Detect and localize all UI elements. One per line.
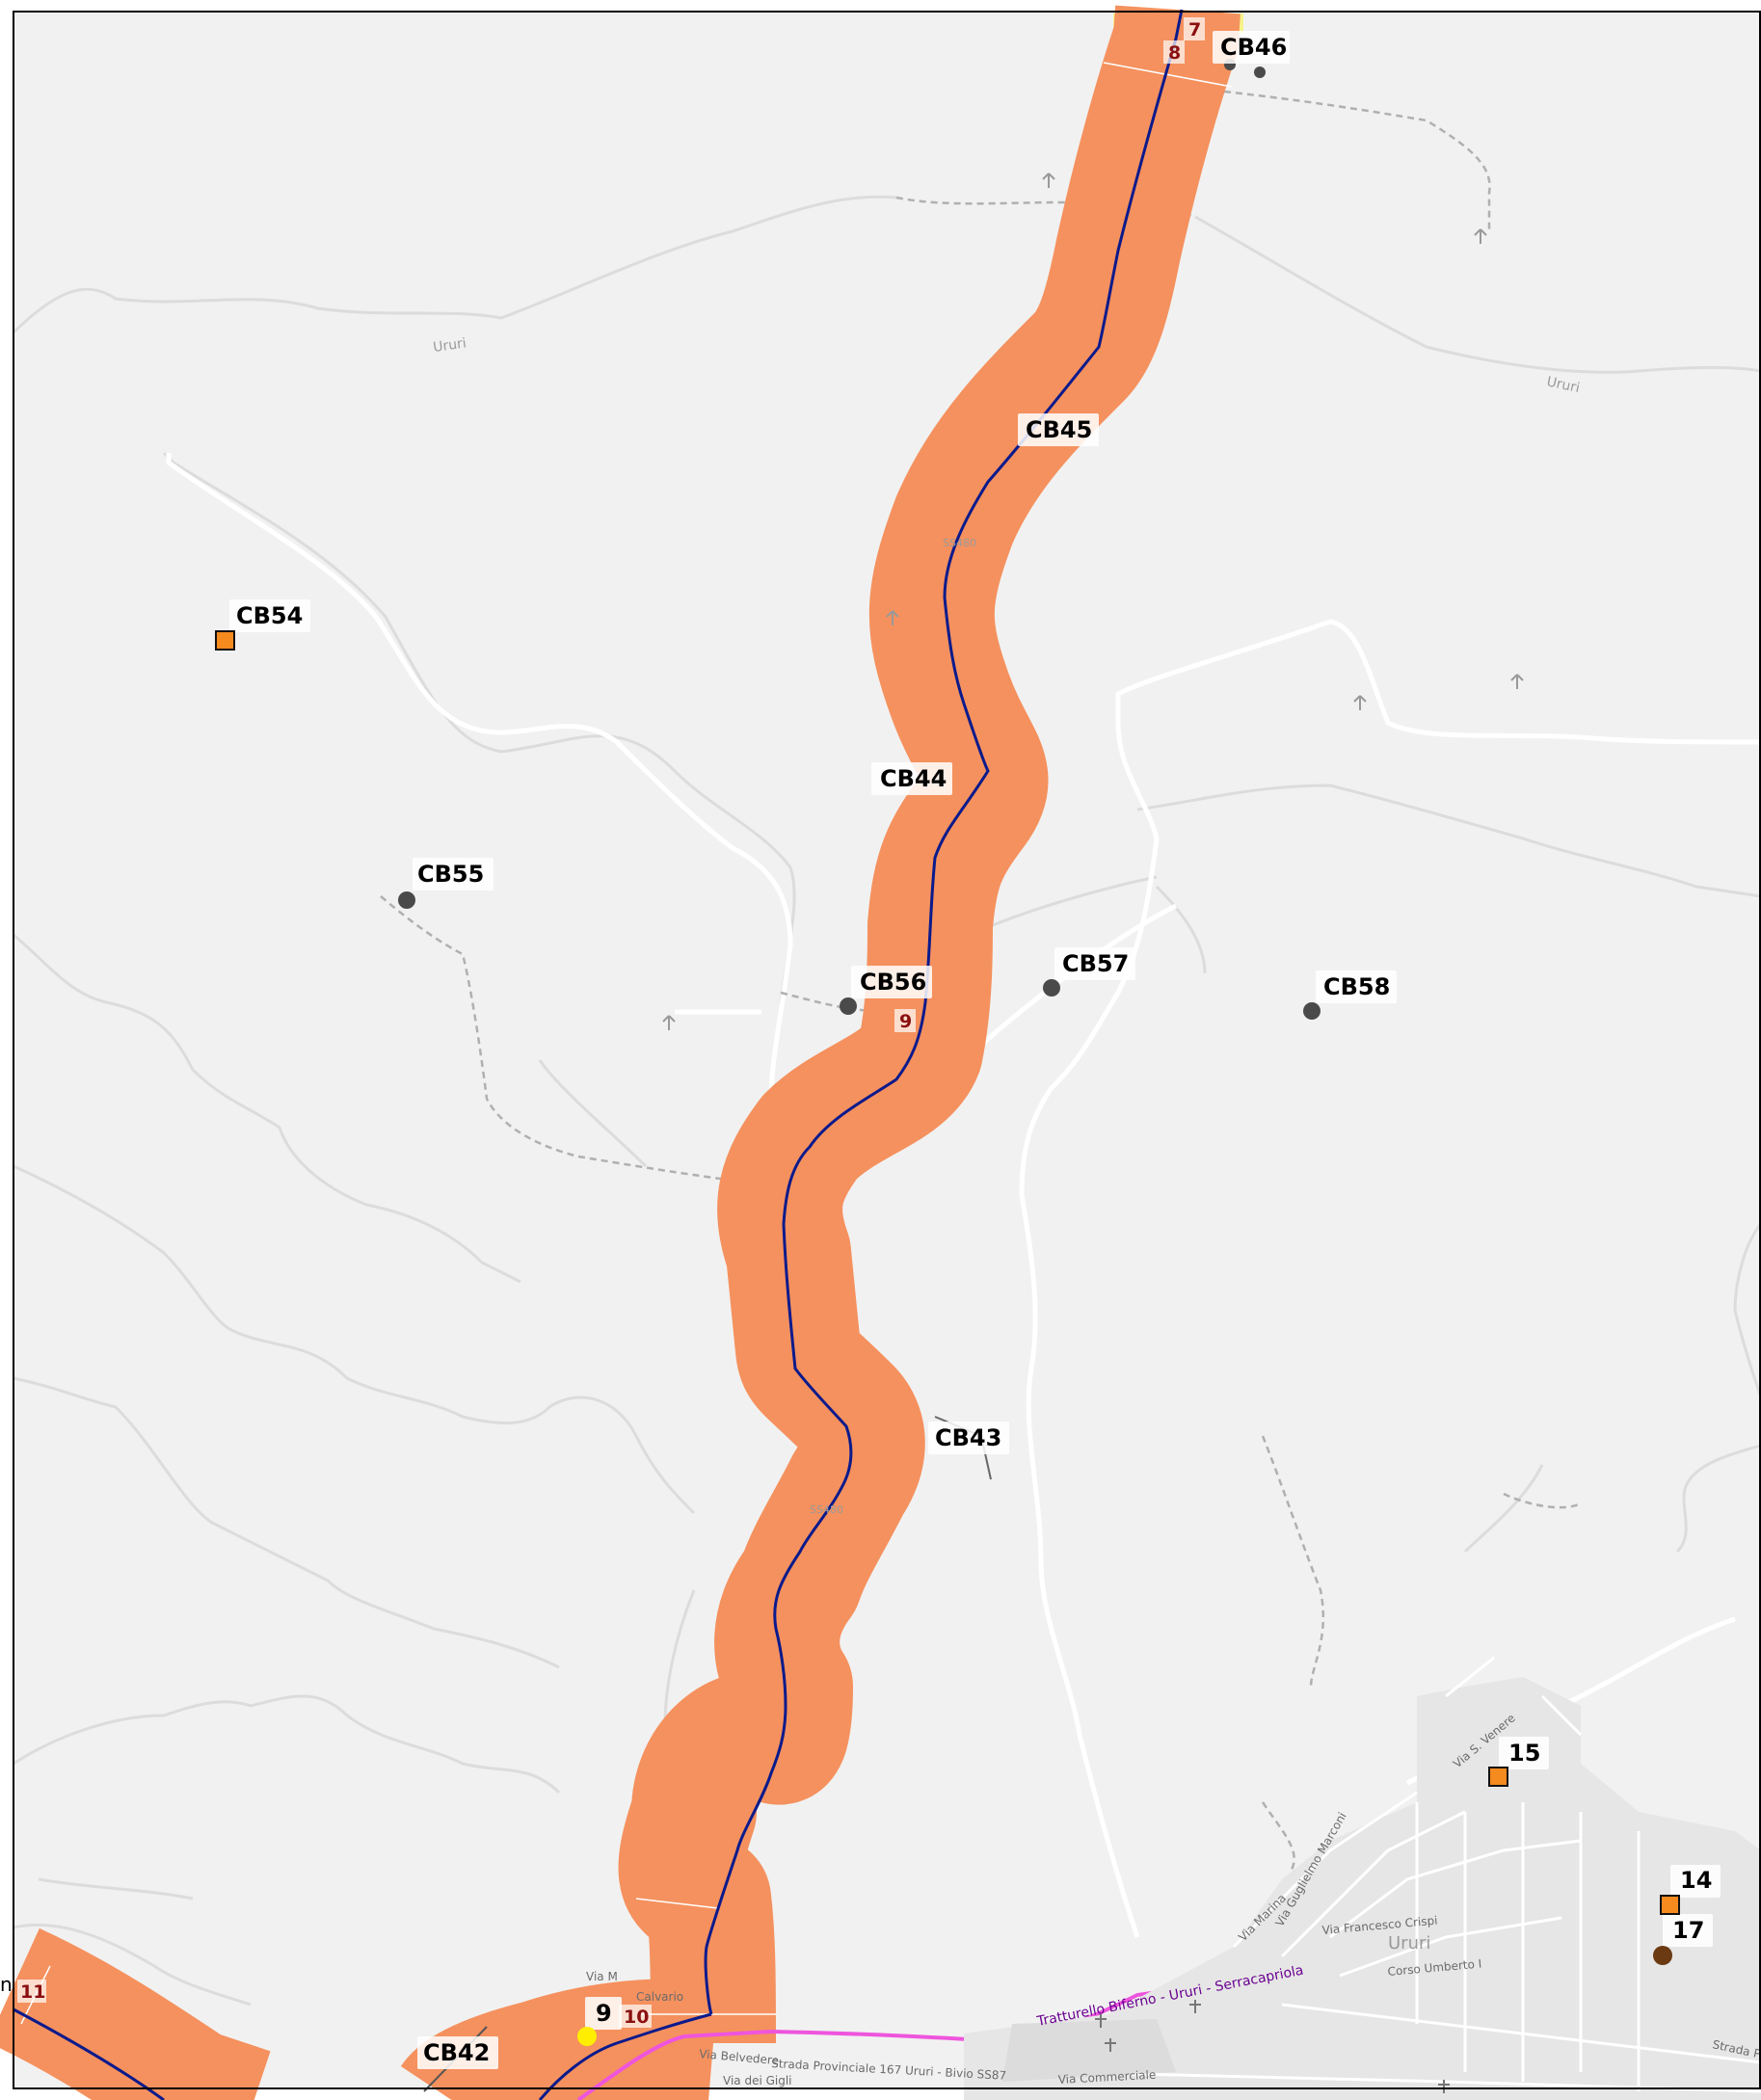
cb46-marker-2	[1254, 66, 1266, 78]
street-calvario: Calvario	[636, 1990, 683, 2004]
site-label-cb43: CB43	[935, 1424, 1001, 1451]
road-code-1: SS480	[943, 537, 976, 549]
route-marker-10: 10	[624, 2007, 649, 2028]
cb57-marker	[1043, 979, 1060, 997]
site-label-cb58: CB58	[1323, 973, 1390, 1000]
street-commerciale: Via Commerciale	[1057, 2068, 1156, 2087]
tree-symbols	[662, 173, 1524, 1030]
dashed-tracks	[380, 90, 1582, 1871]
place-label-ururi-town: Ururi	[1388, 1933, 1430, 1954]
street-via-edge: Via M	[586, 1970, 618, 1983]
map-frame-border	[13, 11, 1761, 2089]
point-14-marker	[1660, 1895, 1680, 1915]
street-gigli: Via dei Gigli	[723, 2074, 792, 2087]
place-label-ururi-2: Ururi	[1545, 374, 1581, 396]
site-label-cb56: CB56	[860, 969, 926, 996]
site-label-cb57: CB57	[1062, 950, 1129, 977]
route-line	[13, 9, 1184, 2100]
cb54-marker	[215, 630, 235, 651]
site-label-cb55: CB55	[417, 861, 484, 888]
point-label-9: 9	[596, 2000, 612, 2027]
terrain-lines	[12, 195, 1761, 2007]
point-label-17: 17	[1672, 1917, 1704, 1944]
point-9-marker	[577, 2027, 597, 2046]
site-label-cb54: CB54	[236, 602, 303, 629]
site-label-cb44: CB44	[880, 765, 947, 792]
site-label-cb45: CB45	[1026, 416, 1092, 443]
point-label-15: 15	[1508, 1740, 1540, 1767]
cemetery-crosses	[1095, 2000, 1450, 2093]
cb58-marker	[1303, 1002, 1321, 1020]
cb56-marker	[840, 997, 857, 1015]
site-label-cb42: CB42	[423, 2039, 490, 2066]
route-number-backgrounds	[17, 17, 1205, 2028]
cb55-marker	[398, 891, 415, 909]
point-15-marker	[1488, 1767, 1508, 1787]
point-label-14: 14	[1680, 1867, 1712, 1894]
route-marker-8: 8	[1168, 42, 1181, 64]
label-backgrounds	[229, 31, 1721, 2069]
place-label-ururi-1: Ururi	[432, 335, 467, 356]
route-marker-9: 9	[899, 1011, 912, 1032]
site-label-cb46: CB46	[1220, 34, 1287, 61]
route-marker-11: 11	[20, 1981, 45, 2003]
point-17-marker	[1653, 1946, 1672, 1965]
route-marker-7: 7	[1188, 19, 1201, 40]
site-markers	[398, 59, 1321, 1020]
edge-clipped-text: n	[0, 1973, 13, 1996]
road-code-2: SS480	[810, 1503, 843, 1516]
